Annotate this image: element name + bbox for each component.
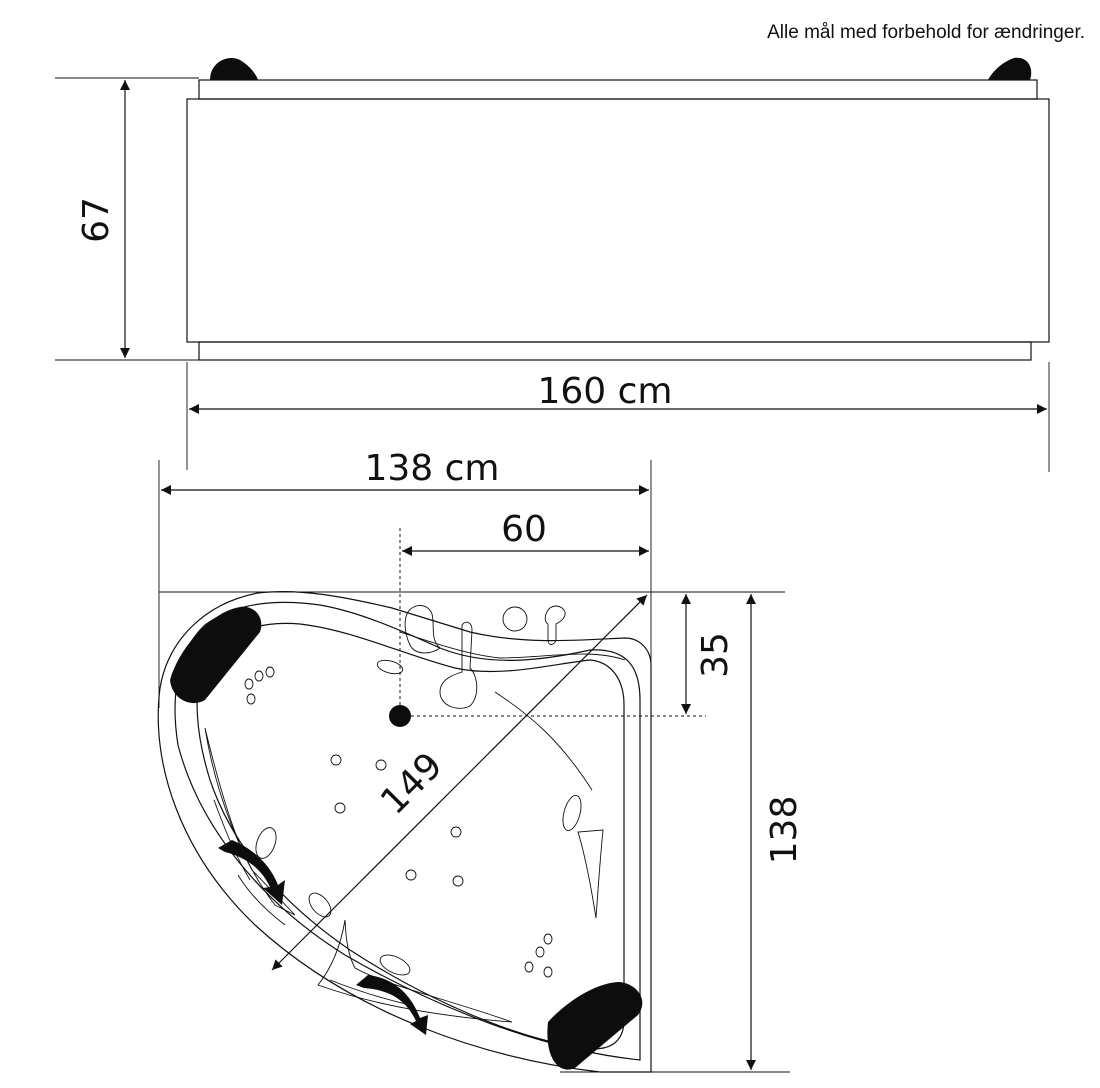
jet bbox=[334, 802, 346, 814]
diagonal-label: 149 bbox=[373, 745, 451, 823]
side-view: 67 160 cm bbox=[55, 57, 1050, 472]
headrest-left bbox=[170, 606, 262, 704]
jet bbox=[246, 693, 256, 705]
jet bbox=[535, 946, 545, 958]
armrest-bottom bbox=[317, 919, 513, 1023]
disclaimer-text: Alle mål med forbehold for ændringer. bbox=[767, 22, 1085, 43]
jet bbox=[543, 966, 553, 978]
flow-arrow-bottom-icon bbox=[356, 975, 428, 1035]
jet-large bbox=[379, 954, 411, 976]
jet bbox=[254, 670, 264, 682]
height-label: 67 bbox=[76, 197, 117, 243]
side-label: 138 bbox=[764, 796, 805, 865]
width-label: 138 cm bbox=[364, 448, 499, 489]
jet bbox=[265, 666, 275, 678]
jet bbox=[375, 759, 387, 771]
basin-curve bbox=[494, 691, 593, 791]
diverter-knob bbox=[544, 605, 566, 645]
jet bbox=[543, 933, 553, 945]
drain-hole bbox=[389, 705, 411, 727]
jet bbox=[452, 875, 464, 887]
tub-panel bbox=[186, 98, 1050, 343]
jet bbox=[450, 826, 462, 838]
armrest-right bbox=[577, 829, 604, 919]
jet bbox=[405, 869, 417, 881]
drain-depth-label: 35 bbox=[695, 632, 736, 678]
flow-arrow-left-icon bbox=[218, 840, 285, 905]
top-view: 138 cm 60 bbox=[157, 448, 805, 1073]
tub-rim bbox=[198, 79, 1038, 100]
tub-basin bbox=[196, 622, 625, 1050]
jet-large bbox=[308, 892, 332, 918]
headrest-right-side bbox=[988, 57, 1032, 80]
tub-base bbox=[198, 341, 1032, 361]
jet-large bbox=[562, 795, 582, 831]
jet-large bbox=[255, 827, 277, 859]
diagonal-dimension-line bbox=[271, 594, 648, 971]
seat-step-bottom bbox=[329, 979, 411, 1006]
jets bbox=[244, 666, 582, 978]
jet bbox=[524, 961, 534, 973]
headrest-left-side bbox=[210, 58, 258, 80]
valve-knob bbox=[502, 606, 528, 632]
length-label: 160 cm bbox=[537, 371, 672, 412]
drain-offset-label: 60 bbox=[501, 509, 547, 550]
jet bbox=[330, 754, 342, 766]
headrest-right bbox=[547, 982, 643, 1070]
jet bbox=[244, 678, 254, 690]
